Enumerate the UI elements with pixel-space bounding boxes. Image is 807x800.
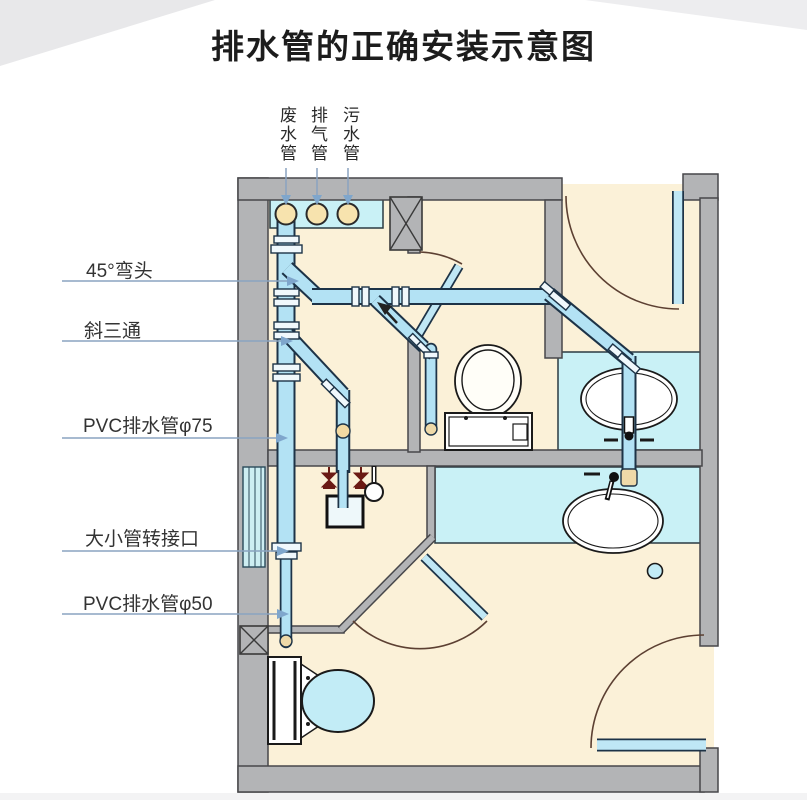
riser-vent — [305, 202, 329, 226]
pipe-cap-sink — [620, 468, 638, 487]
wall-right — [699, 197, 719, 647]
label-45-elbow: 45°弯头 — [86, 261, 153, 282]
pipe-cap-50 — [279, 634, 293, 648]
toilet-upper — [444, 344, 533, 451]
flow-arrow — [377, 302, 398, 324]
label-pvc-drain-75: PVC排水管φ75 — [83, 416, 213, 437]
column-x-top — [389, 196, 423, 251]
wall-bottom-right-corner — [699, 747, 719, 793]
label-size-adapter: 大小管转接口 — [85, 529, 200, 550]
riser-sewage — [336, 202, 360, 226]
toilet-lower — [267, 656, 375, 745]
door-arc-middle — [352, 620, 488, 650]
riser-circles — [274, 202, 360, 226]
label-leaders — [62, 168, 349, 615]
wall-shower-pool — [426, 465, 436, 541]
trap-ball — [335, 423, 351, 439]
page-title: 排水管的正确安装示意图 — [211, 28, 596, 65]
door-arc-inner-upper — [419, 251, 463, 265]
label-waste-pipe: 废水管 — [277, 106, 296, 163]
floor-drain-square — [325, 494, 365, 529]
fitting-size-adapter — [271, 542, 302, 552]
label-oblique-tee: 斜三通 — [84, 321, 142, 342]
wall-bottom — [237, 765, 705, 793]
label-pvc-drain-50: PVC排水管φ50 — [83, 594, 213, 615]
door-arc-entry — [565, 195, 680, 310]
wall-b — [544, 199, 563, 359]
label-arrowheads — [276, 195, 353, 619]
door-arc-bottom-right — [590, 634, 705, 749]
wall-chamfer-fill — [338, 534, 436, 633]
window — [242, 466, 266, 568]
pipe-oblique-tee-branch — [282, 330, 348, 398]
wall-thin-bottom — [266, 625, 345, 634]
label-sewage-pipe: 污水管 — [340, 106, 359, 163]
wall-mid-horizontal — [267, 449, 703, 467]
column-x-bottom — [239, 625, 269, 655]
label-vent-pipe: 排气管 — [308, 106, 327, 163]
shower-head — [364, 466, 384, 502]
floor-drain-circle — [646, 562, 664, 580]
sink-lower — [562, 488, 664, 554]
faucet-upper-sink — [604, 416, 654, 442]
pipe-fittings — [270, 235, 642, 560]
riser-waste — [274, 202, 298, 226]
wall-top-right-block — [682, 173, 719, 201]
doors — [352, 191, 706, 752]
faucet-lower-sink — [584, 472, 619, 501]
wall-a-lower — [407, 338, 421, 453]
shower-valve-left — [320, 467, 338, 489]
pipe-cap-toilet-branch — [424, 422, 438, 436]
